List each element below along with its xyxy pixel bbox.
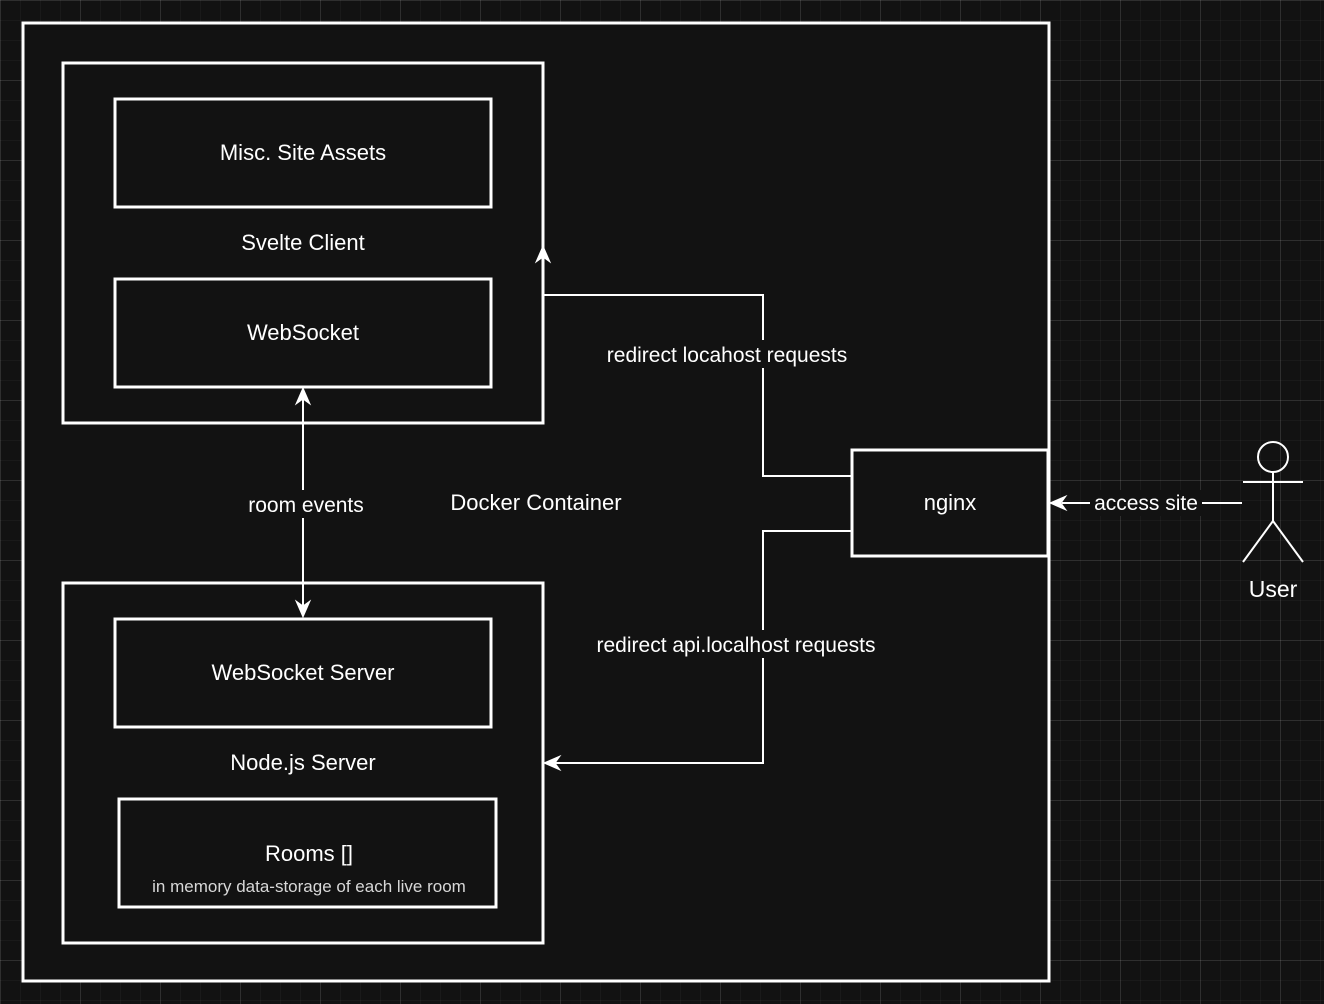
redirect-api-arrow xyxy=(542,754,562,772)
access-site-label: access site xyxy=(1094,492,1198,515)
rooms-box[interactable] xyxy=(117,797,498,909)
svelte-client-label: Svelte Client xyxy=(241,230,365,255)
redirect-localhost-label-bg xyxy=(598,340,856,368)
room-events-label-bg xyxy=(240,490,368,518)
nodejs-server-label: Node.js Server xyxy=(230,750,376,775)
room-events-label: room events xyxy=(248,494,364,517)
redirect-api-label-bg xyxy=(586,630,886,658)
misc-site-assets-box[interactable] xyxy=(113,97,493,209)
access-site-arrow xyxy=(1048,494,1068,512)
user-actor-icon[interactable] xyxy=(1242,441,1304,563)
room-events-arrow-up xyxy=(294,386,312,406)
websocket-server-box[interactable] xyxy=(113,617,493,729)
room-events-arrow-down xyxy=(294,599,312,619)
redirect-localhost-edge xyxy=(542,258,852,477)
access-site-label-bg xyxy=(1090,490,1202,516)
redirect-api-label: redirect api.localhost requests xyxy=(597,634,876,657)
websocket-server-label: WebSocket Server xyxy=(211,660,394,685)
websocket-label: WebSocket xyxy=(247,320,359,345)
misc-site-assets-label: Misc. Site Assets xyxy=(220,140,386,165)
redirect-localhost-label: redirect locahost requests xyxy=(607,344,847,367)
websocket-box[interactable] xyxy=(113,277,493,389)
nginx-label: nginx xyxy=(924,490,977,515)
rooms-note: in memory data-storage of each live room xyxy=(152,877,466,896)
nginx-box[interactable] xyxy=(850,448,1050,558)
redirect-localhost-arrow xyxy=(534,244,552,264)
user-label: User xyxy=(1249,576,1298,602)
docker-container-label: Docker Container xyxy=(450,490,621,515)
rooms-label: Rooms [] xyxy=(265,841,353,866)
